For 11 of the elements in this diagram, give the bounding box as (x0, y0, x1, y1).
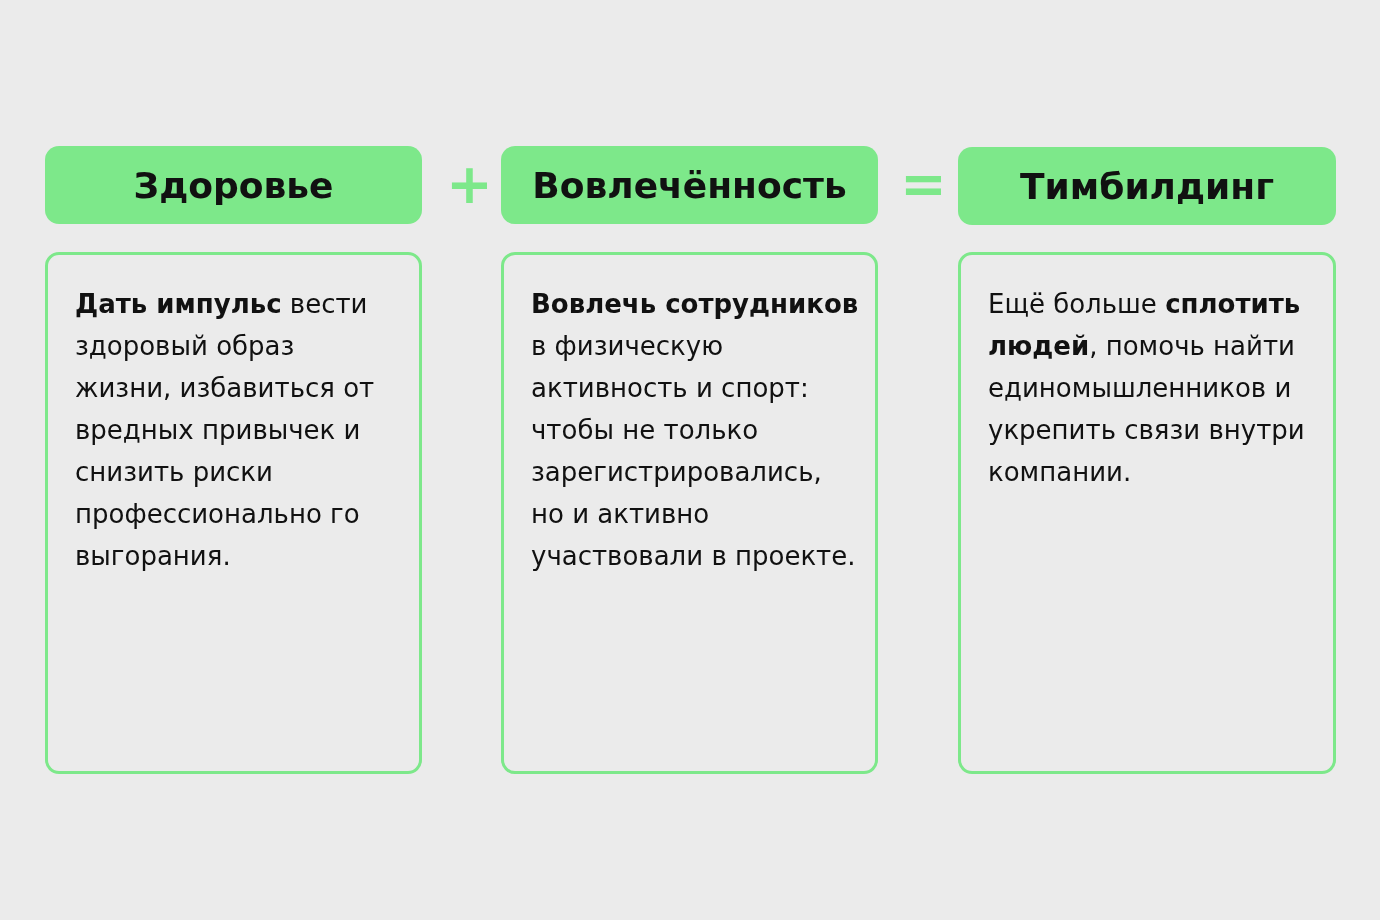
equals-sign: = (900, 156, 947, 212)
description-text: Вовлечь сотрудников в физическую активность и спорт: чтобы не только зарегистрировались, но и активно участвовали в проекте. (531, 288, 860, 573)
heading-banner: Здоровье (45, 146, 422, 224)
text-card (958, 252, 1336, 774)
text-card (501, 252, 878, 774)
heading-banner: Тимбилдинг (958, 147, 1336, 225)
heading-banner: Вовлечённость (501, 146, 878, 224)
plus-sign: + (446, 156, 493, 212)
description-text: Дать импульс вести здоровый образ жизни, избавиться от вредных привычек и снизить риски профессионально го выгорания. (75, 288, 375, 573)
description-text: Ещё больше сплотить людей, помочь найти единомышленников и укрепить связи внутри компании. (988, 288, 1306, 489)
text-card (45, 252, 422, 774)
